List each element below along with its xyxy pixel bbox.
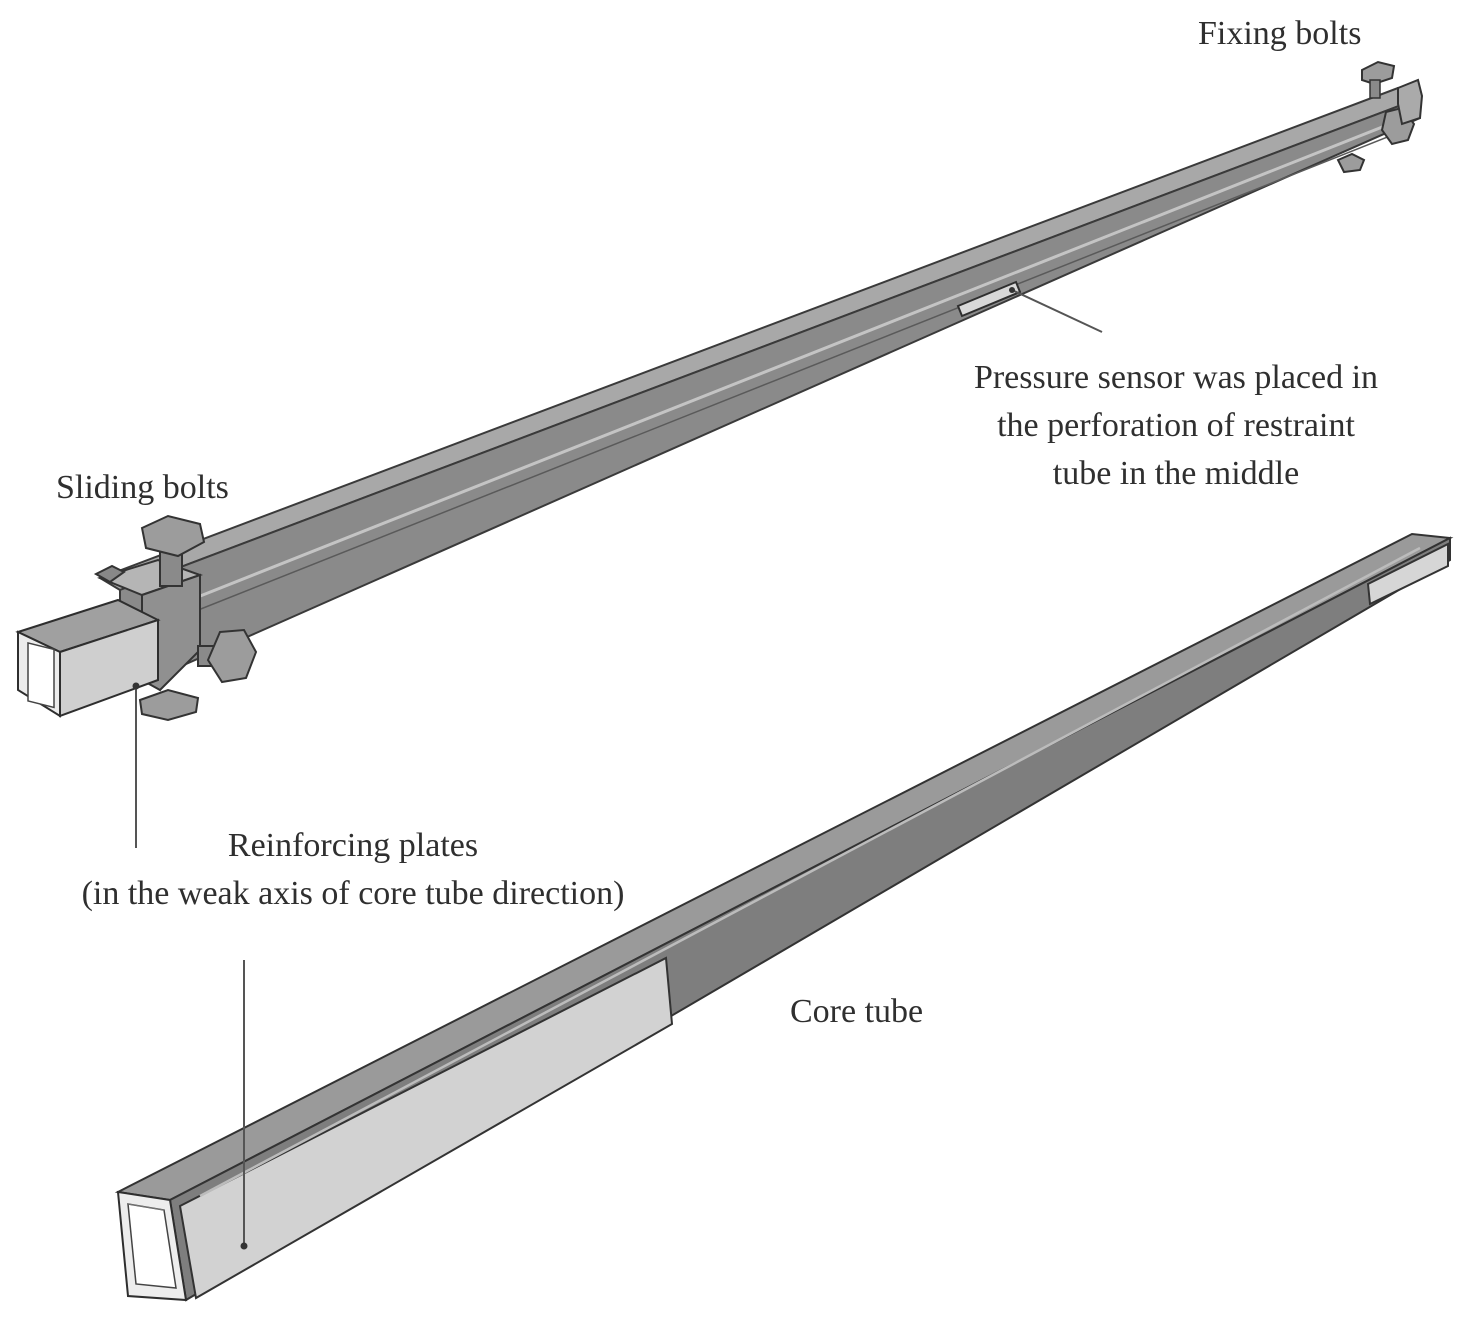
reinforcing-plates-label: Reinforcing plates (in the weak axis of … (18, 822, 688, 918)
sliding-bolt-side (197, 628, 258, 684)
fixing-end-collar (1397, 78, 1424, 126)
fixing-bolt-bottom (1336, 152, 1366, 174)
sliding-bolts-label: Sliding bolts (56, 469, 229, 506)
core-tube (114, 532, 1454, 1302)
reinforcing-plates-label-line-2: (in the weak axis of core tube direction… (81, 875, 625, 912)
restraint-tube-seam (169, 116, 1406, 610)
pressure-sensor-label-line-3: tube in the middle (1052, 455, 1300, 492)
leader-lines (132, 287, 1103, 1250)
sensor-leader-line (1011, 289, 1103, 333)
pressure-sensor-label-line-2: the perforation of restraint (997, 407, 1355, 444)
reinforcing-plate-far (1366, 542, 1449, 606)
sliding-bolt-top (140, 514, 206, 587)
fixing-bolt-top (1361, 60, 1396, 99)
restraint-tube (15, 60, 1424, 722)
fixing-bolts-label: Fixing bolts (1198, 15, 1362, 52)
sliding-bolt-back (93, 564, 126, 584)
pressure-sensor-label: Pressure sensor was placed in the perfor… (926, 354, 1426, 498)
pressure-sensor-label-line-1: Pressure sensor was placed in (973, 359, 1379, 396)
core-tube-label: Core tube (790, 993, 924, 1030)
sensor-perforation (956, 280, 1022, 318)
reinforcing-plates-label-line-1: Reinforcing plates (227, 827, 479, 864)
reinforcing-plate-near (178, 956, 674, 1300)
restraint-tube-top-face (97, 86, 1423, 592)
sliding-bolt-bottom (138, 688, 200, 722)
